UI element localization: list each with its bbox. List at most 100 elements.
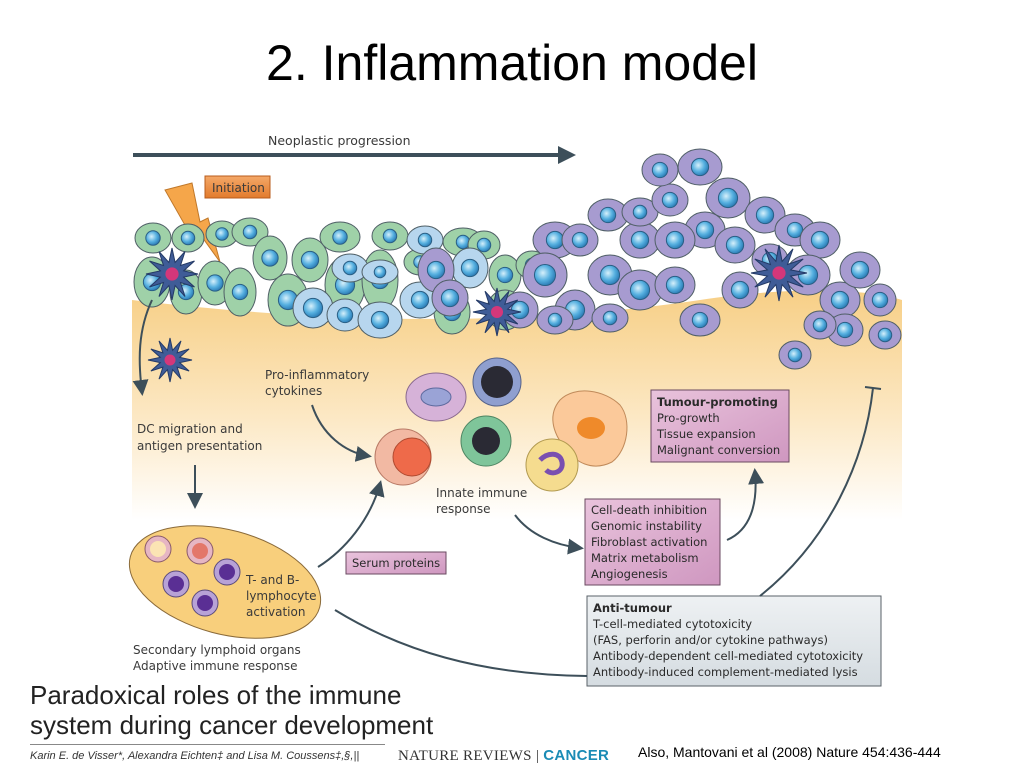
figure-authors: Karin E. de Visser*, Alexandra Eichten‡ …	[30, 750, 360, 762]
tumour-cell	[654, 266, 696, 304]
caption-divider	[30, 744, 385, 745]
tumour-cell	[863, 283, 897, 317]
normal-cell	[488, 254, 522, 296]
tumour-cell	[677, 148, 723, 186]
anti-tumour-box	[586, 595, 882, 687]
tumour-cell	[819, 281, 861, 319]
tumour-cell	[617, 269, 663, 311]
tumour-cell	[621, 197, 659, 227]
caption-line2: system during cancer development	[30, 710, 434, 740]
tumour-cell	[522, 252, 568, 298]
tumour-cell	[431, 279, 469, 317]
anti-tumour-item: (FAS, perforin and/or cytokine pathways)	[593, 633, 828, 647]
tumour-cell	[744, 196, 786, 234]
mast-cell	[374, 428, 432, 486]
dendritic-cell	[147, 337, 193, 383]
normal-cell	[319, 221, 361, 253]
anti-tumour-heading: Anti-tumour	[593, 601, 672, 615]
tumour-cell	[778, 340, 812, 370]
mechanism-item: Matrix metabolism	[591, 551, 699, 565]
dc-migration-arrow	[132, 299, 153, 396]
normal-cell	[197, 260, 233, 306]
dysplastic-cell	[406, 225, 444, 255]
neutrophil-cell	[472, 357, 522, 407]
eosinophil-cell	[405, 372, 467, 422]
citation: Also, Mantovani et al (2008) Nature 454:…	[638, 744, 941, 760]
progression-label: Neoplastic progression	[268, 133, 411, 148]
normal-cell	[252, 235, 288, 281]
anti-tumour-item: Antibody-dependent cell-mediated cytotox…	[593, 649, 863, 663]
mechanism-item: Genomic instability	[591, 519, 702, 533]
journal-name: NATURE REVIEWS | CANCER	[398, 747, 609, 765]
tumour-cell	[705, 177, 751, 219]
lymphocyte-cells	[144, 535, 241, 617]
tumour-promoting-item: Pro-growth	[657, 411, 720, 425]
dendritic-cell	[472, 287, 522, 337]
tumour-cell	[868, 320, 902, 350]
tumour-promoting-item: Malignant conversion	[657, 443, 780, 457]
mechanisms-box	[584, 498, 721, 586]
mechanism-item: Cell-death inhibition	[591, 503, 707, 517]
serum-proteins-box	[345, 551, 447, 575]
dc-label-line1: DC migration and	[137, 422, 243, 436]
normal-cell	[291, 237, 329, 283]
dysplastic-cell	[331, 253, 369, 283]
anti-tumour-inhibition-line	[759, 387, 874, 597]
normal-cell	[205, 220, 239, 248]
tumour-cell	[803, 310, 837, 340]
dysplastic-cell	[292, 287, 334, 329]
tumour-cell	[654, 221, 696, 259]
lymphocyte-label-line3: activation	[246, 605, 305, 619]
tumour-cell	[721, 271, 759, 309]
journal-section: CANCER	[543, 747, 610, 764]
basophil-cell	[460, 415, 512, 467]
mechanisms-to-promoting-arrow	[726, 468, 765, 541]
slide-title: 2. Inflammation model	[266, 35, 758, 91]
initiation-box	[204, 175, 271, 199]
anti-tumour-item: Antibody-induced complement-mediated lys…	[593, 665, 858, 679]
innate-to-mechanisms-arrow	[514, 514, 584, 555]
tumour-cell	[591, 303, 629, 333]
tumour-cell	[651, 183, 689, 217]
journal-title: NATURE REVIEWS	[398, 748, 532, 764]
tumour-cell	[641, 153, 679, 187]
lymph-to-anti-tumour-line	[334, 609, 588, 677]
dendritic-cell	[750, 244, 808, 302]
cytokines-label-line1: Pro-inflammatory	[265, 368, 369, 382]
journal-separator: |	[535, 748, 544, 764]
dc-label-line2: antigen presentation	[137, 439, 262, 453]
anti-tumour-item: T-cell-mediated cytotoxicity	[592, 617, 752, 631]
epithelial-cell-layer	[133, 148, 902, 370]
stroma-background	[132, 290, 902, 520]
lymph-to-innate-arrow	[317, 480, 385, 568]
inhibition-bar	[864, 386, 882, 390]
lymphocyte-label-line1: T- and B-	[245, 573, 299, 587]
tumour-cell	[714, 226, 756, 264]
dendritic-cell	[145, 247, 199, 301]
caption-line1: Paradoxical roles of the immune	[30, 680, 402, 710]
dendritic-immune-cell	[525, 438, 579, 492]
innate-label-line2: response	[436, 502, 491, 516]
dysplastic-cell	[361, 259, 399, 285]
initiation-label: Initiation	[212, 181, 265, 195]
cytokines-label-line2: cytokines	[265, 384, 322, 398]
tumour-cell	[799, 221, 841, 259]
normal-cell	[371, 221, 409, 251]
lymphoid-label-line1: Secondary lymphoid organs	[133, 643, 301, 657]
tumour-cell	[536, 305, 574, 335]
cytokines-arrow	[311, 404, 372, 462]
normal-cell	[231, 217, 269, 247]
dendritic-cells	[145, 244, 808, 383]
lymphoid-label-line2: Adaptive immune response	[133, 659, 298, 673]
normal-cell	[134, 222, 172, 254]
lymphocyte-label-line2: lymphocyte	[246, 589, 316, 603]
progression-arrow-head	[558, 146, 576, 164]
tumour-cell	[839, 251, 881, 289]
serum-proteins-label: Serum proteins	[352, 556, 440, 570]
figure-caption: Paradoxical roles of the immune system d…	[30, 680, 433, 740]
normal-cell	[171, 223, 205, 253]
tumour-promoting-item: Tissue expansion	[656, 427, 756, 441]
tumour-promoting-box	[650, 389, 790, 463]
tumour-cell	[679, 303, 721, 337]
